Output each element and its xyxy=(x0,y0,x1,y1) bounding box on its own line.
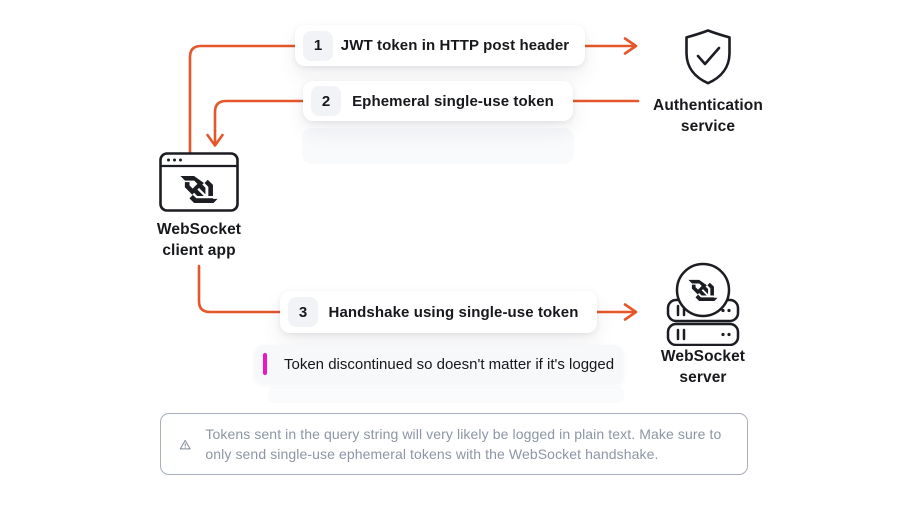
arrowhead-right-auth xyxy=(623,37,638,55)
auth-node-label: Authentication service xyxy=(628,96,788,137)
step-box-1: 1 JWT token in HTTP post header xyxy=(295,25,585,66)
warning-text: Tokens sent in the query string will ver… xyxy=(205,425,722,463)
warning-box: Tokens sent in the query string will ver… xyxy=(160,413,748,475)
step-label: JWT token in HTTP post header xyxy=(340,37,570,54)
step-box-3: 3 Handshake using single-use token xyxy=(280,291,597,333)
arrowhead-right-server xyxy=(623,303,638,321)
step-label: Handshake using single-use token xyxy=(328,303,579,321)
server-label-line2: server xyxy=(679,368,727,386)
client-label-line2: client app xyxy=(162,241,236,259)
note-box: Token discontinued so doesn't matter if … xyxy=(255,345,623,383)
arrowhead-down-client xyxy=(206,133,224,147)
server-node-label: WebSocket server xyxy=(633,347,773,388)
step-label: Ephemeral single-use token xyxy=(352,92,554,110)
arrow-step2-to-client xyxy=(213,99,305,145)
step-number-badge: 2 xyxy=(311,86,341,116)
client-node-label: WebSocket client app xyxy=(129,220,269,261)
step-number-badge: 3 xyxy=(288,297,318,327)
shield-check-icon xyxy=(685,29,731,85)
ghost-card-under-step2 xyxy=(302,128,574,164)
warning-triangle-icon xyxy=(179,439,191,449)
step-box-2: 2 Ephemeral single-use token xyxy=(303,81,573,121)
ghost-card-under-note xyxy=(268,387,624,403)
auth-label-line2: service xyxy=(680,117,736,135)
browser-websocket-icon xyxy=(159,152,239,212)
client-label-line1: WebSocket xyxy=(156,221,242,238)
arrow-client-to-step1 xyxy=(188,44,297,155)
auth-label-line1: Authentication xyxy=(653,97,763,114)
magenta-highlight-bar xyxy=(263,353,267,375)
step-number-badge: 1 xyxy=(303,30,333,61)
arrow-client-to-step3 xyxy=(197,264,282,314)
note-text: Token discontinued so doesn't matter if … xyxy=(284,355,615,373)
websocket-server-icon xyxy=(666,262,740,346)
server-label-line1: WebSocket xyxy=(660,348,746,365)
